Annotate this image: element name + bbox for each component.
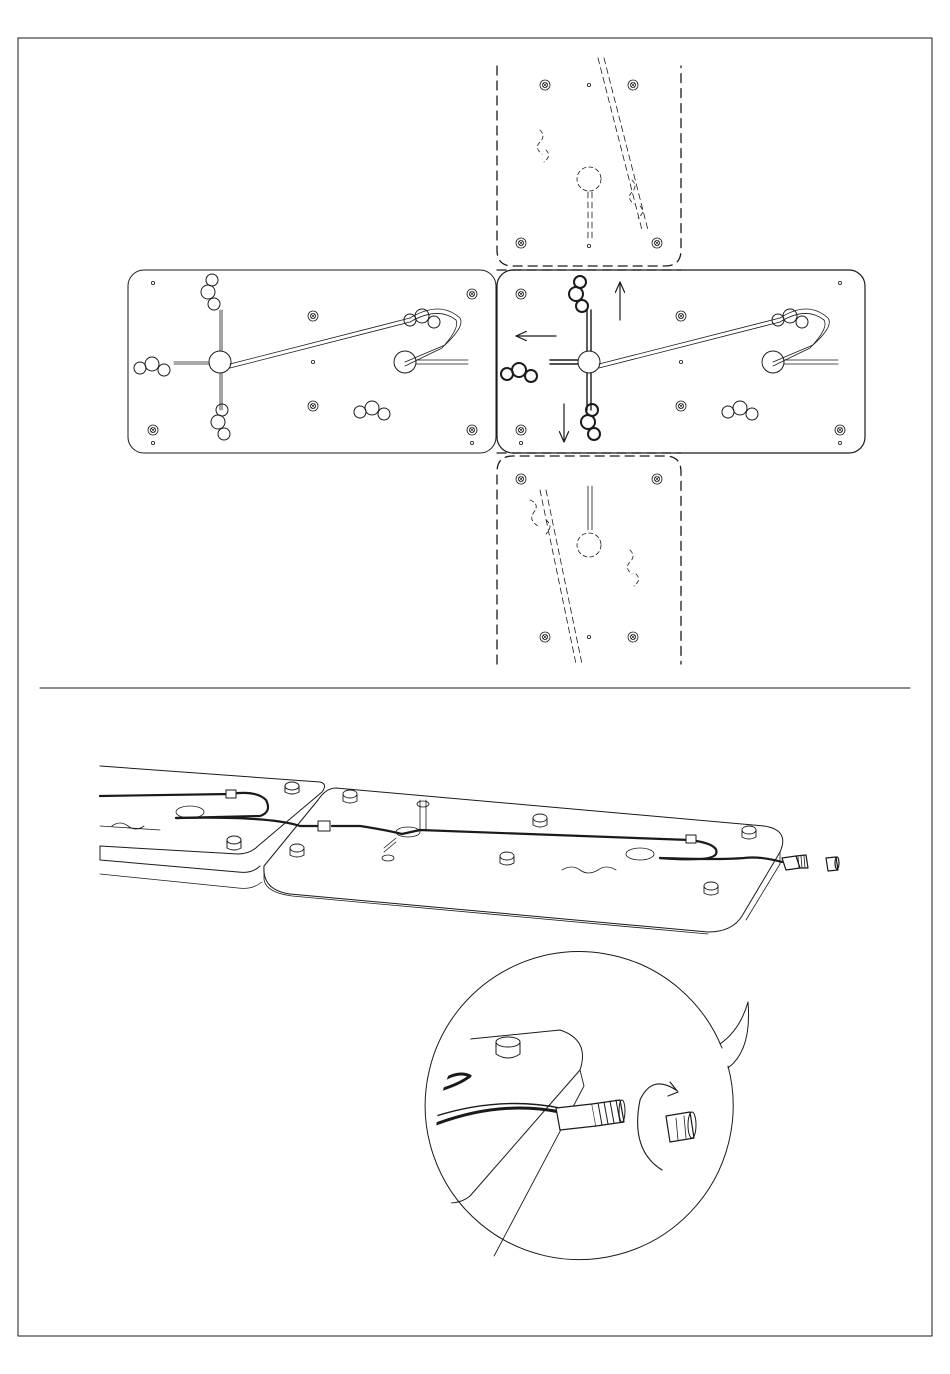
connector	[782, 855, 808, 870]
ghost-panel-top-details	[516, 58, 662, 248]
panel-assembly-isometric-left	[100, 766, 325, 888]
left-panel	[128, 270, 496, 453]
end-cap	[826, 857, 839, 871]
panel-assembly-isometric	[264, 788, 783, 934]
sheet-border	[18, 38, 932, 1336]
ghost-panel-bottom	[497, 456, 681, 664]
detail-callout	[425, 952, 748, 1260]
cable-connectors	[226, 790, 696, 843]
ghost-panel-bottom-details	[516, 474, 662, 664]
bottom-figure	[100, 766, 839, 1260]
ghost-panel-top	[497, 66, 681, 266]
center-panel	[497, 270, 865, 453]
top-figure	[128, 58, 865, 664]
